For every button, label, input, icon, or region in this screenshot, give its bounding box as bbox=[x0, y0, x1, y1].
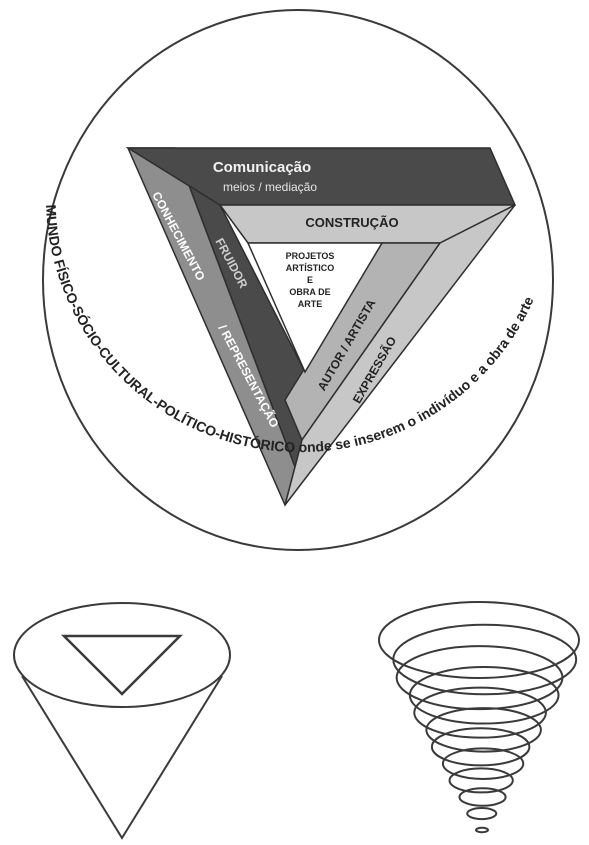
center-label-2: ARTÍSTICO bbox=[286, 263, 335, 273]
center-label-5: ARTE bbox=[298, 299, 323, 309]
label-comunicacao: Comunicação bbox=[213, 159, 311, 176]
spiral-ring bbox=[476, 828, 488, 833]
label-meios-mediacao: meios / mediação bbox=[223, 180, 317, 194]
spiral-ring bbox=[426, 708, 541, 752]
center-label-4: OBRA DE bbox=[289, 287, 330, 297]
spiral-ring bbox=[467, 808, 496, 819]
center-label-3: E bbox=[307, 275, 313, 285]
spiral-ring bbox=[459, 788, 505, 806]
spiral-cone-icon bbox=[379, 602, 579, 832]
center-label-1: PROJETOS bbox=[286, 251, 335, 261]
cone-triangle-icon bbox=[14, 603, 230, 838]
label-construcao: CONSTRUÇÃO bbox=[305, 215, 398, 230]
